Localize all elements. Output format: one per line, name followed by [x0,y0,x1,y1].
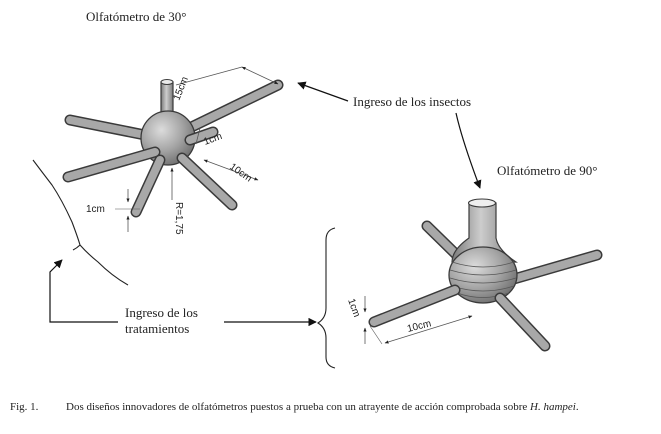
label-treatment-entry-line2: tratamientos [125,321,190,336]
caption-end: . [575,401,579,413]
dim-30-arm-length: 10cm [227,161,253,184]
neck-90 [451,202,518,263]
arrow-insect-entry-30 [297,81,349,102]
label-olfactometer-30: Olfatómetro de 30° [86,9,187,24]
dim-30-top-tube: 15cm [172,75,191,102]
dim-30-side: 1cm [86,204,105,215]
caption-species: H. hampei [530,401,576,413]
label-olfactometer-90: Olfatómetro de 90° [497,163,598,178]
caption-figure-label: Fig. 1. [10,401,39,413]
caption-text: Dos diseños innovadores de olfatómetros … [66,401,528,413]
olfactometer-90: 1cm 10cm [345,198,603,352]
label-treatment-entry: Ingreso de los tratamientos [125,305,198,337]
dim-90-diameter: 1cm [345,297,362,319]
label-insect-entry: Ingreso de los insectos [353,94,472,109]
dim-30-radius: R=1,75 [173,202,184,235]
olfactometer-diagram: 15cm 1cm 10cm 1cm R=1,75 1cm 10cm [32,66,603,369]
arrow-insect-entry-90 [455,112,482,189]
bracket-90 [316,227,336,369]
figure-caption: Fig. 1. Dos diseños innovadores de olfató… [10,401,655,413]
label-treatment-entry-line1: Ingreso de los [125,305,198,320]
olfactometer-30: 15cm 1cm 10cm 1cm R=1,75 [62,66,284,235]
bracket-30 [32,159,129,286]
arrow-treatment-30 [49,259,118,323]
